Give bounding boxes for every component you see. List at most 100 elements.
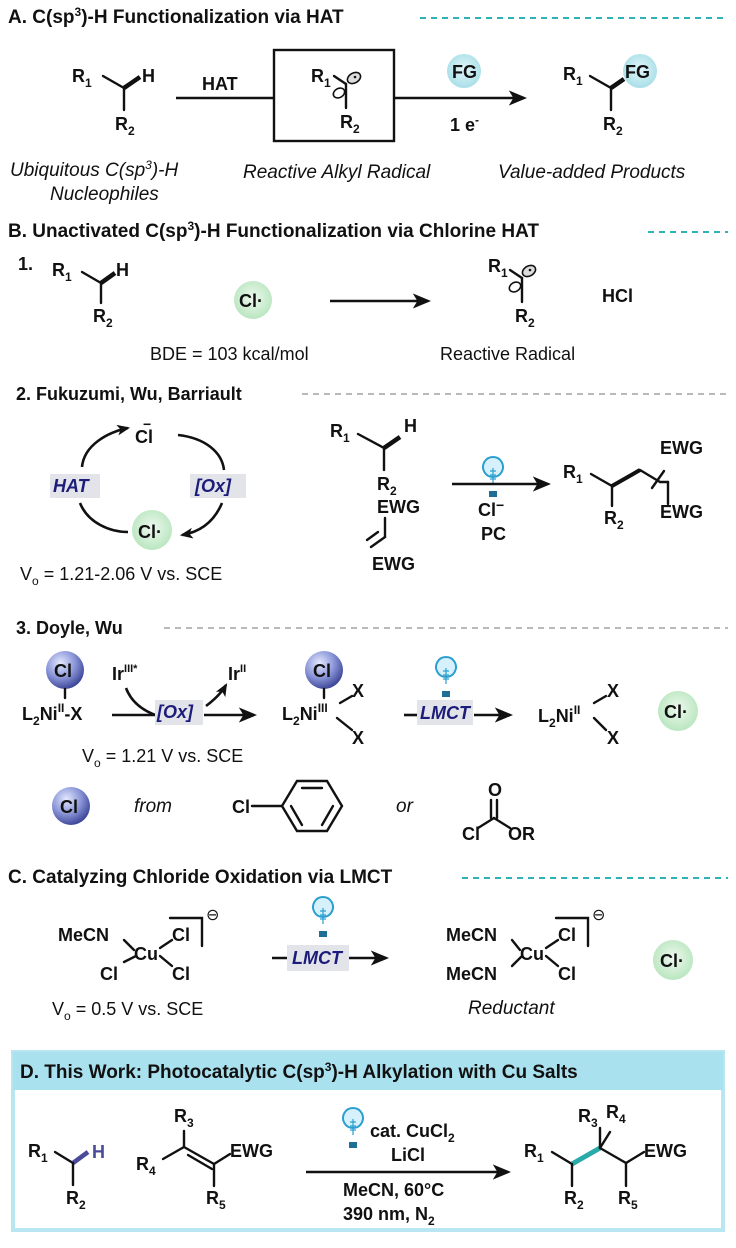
svg-text:FG: FG: [625, 62, 650, 82]
svg-text:Cl: Cl: [54, 661, 72, 681]
chlorine-ligand-sphere: [46, 651, 84, 689]
ni-iii-complex: L2NiIII: [282, 701, 328, 728]
solvent-temperature-condition: MeCN, 60°C: [343, 1180, 444, 1200]
svg-text:X: X: [607, 681, 619, 701]
svg-text:X: X: [607, 728, 619, 748]
lmct-label-box: [287, 945, 349, 971]
svg-text:from: from: [134, 796, 172, 817]
panel-c-title: C. Catalyzing Chloride Oxidation via LMC…: [8, 867, 393, 888]
svg-text:R2: R2: [340, 112, 360, 136]
svg-text:Cl: Cl: [100, 964, 118, 984]
svg-text:Cl·: Cl·: [239, 291, 263, 311]
lmct-label-box: [417, 700, 473, 725]
svg-text:R5: R5: [618, 1188, 638, 1212]
radical-box: [272, 48, 396, 143]
panel-a: A. C(sp3)-H Functionalization via HAT R1…: [8, 5, 728, 205]
caption-alkyl-radical: Reactive Alkyl Radical: [243, 162, 431, 183]
light-bulb-icon: [435, 656, 458, 698]
svg-text:R3: R3: [174, 1106, 194, 1130]
svg-text:Cl: Cl: [232, 797, 250, 817]
svg-text:[Ox]: [Ox]: [156, 702, 194, 722]
svg-text:Cl−: Cl−: [478, 497, 504, 520]
fg-bubble: [447, 54, 481, 88]
svg-text:X: X: [352, 728, 364, 748]
svg-text:Cl: Cl: [60, 797, 78, 817]
svg-text:EWG: EWG: [377, 497, 420, 517]
alkene-acceptor: R3 R4 EWG R5: [136, 1106, 273, 1212]
svg-text:H: H: [404, 416, 417, 436]
svg-text:Cl: Cl: [313, 661, 331, 681]
additive-condition: LiCl: [391, 1145, 425, 1165]
svg-text:Cu: Cu: [134, 944, 158, 964]
panel-b: B. Unactivated C(sp3)-H Functionalizatio…: [8, 219, 728, 844]
chlorobenzene: Cl: [232, 779, 344, 833]
svg-text:R3: R3: [578, 1106, 598, 1130]
step-3-heading: 3. Doyle, Wu: [16, 618, 123, 638]
ni-ii-dihalide: L2NiII: [538, 703, 580, 730]
svg-text:IrII: IrII: [228, 663, 246, 684]
svg-text:PC: PC: [481, 524, 506, 544]
svg-text:H: H: [116, 260, 129, 280]
svg-text:O: O: [488, 780, 502, 800]
svg-text:Cu: Cu: [520, 944, 544, 964]
caption-nucleophiles: Ubiquitous C(sp3)-H: [10, 158, 179, 181]
svg-text:R1: R1: [563, 462, 583, 486]
svg-text:Cl: Cl: [462, 824, 480, 844]
alkane-substrate: R1 H R2: [28, 1141, 105, 1212]
svg-text:R1: R1: [488, 256, 508, 280]
svg-text:R2: R2: [564, 1188, 584, 1212]
svg-text:H: H: [142, 66, 155, 86]
product-functionalized: R1 FG R2: [563, 54, 657, 138]
svg-text:R2: R2: [115, 114, 135, 138]
light-bulb-icon: [312, 896, 335, 938]
svg-text:Cl: Cl: [558, 964, 576, 984]
light-atmosphere-condition: 390 nm, N2: [343, 1204, 435, 1228]
chlorine-radical: Cl·: [660, 951, 684, 971]
hat-label-box: [50, 474, 100, 498]
caption-products: Value-added Products: [498, 162, 686, 183]
bde-value: BDE = 103 kcal/mol: [150, 344, 309, 364]
svg-text:MeCN: MeCN: [58, 925, 109, 945]
catalyst-condition: cat. CuCl2: [370, 1121, 455, 1145]
svg-text:LMCT: LMCT: [420, 703, 472, 723]
alkylated-product: R1 R3 R4 EWG R2 R5: [524, 1102, 687, 1212]
caption-nucleophiles-line2: Nucleophiles: [50, 184, 159, 205]
svg-text:IrIII*: IrIII*: [112, 663, 138, 684]
svg-text:or: or: [396, 796, 414, 817]
svg-text:R2: R2: [66, 1188, 86, 1212]
chloride-anion: Cl−: [135, 416, 153, 447]
chlorine-radical: Cl·: [664, 702, 688, 722]
svg-text:R1: R1: [72, 66, 92, 90]
svg-text:R1: R1: [52, 260, 72, 284]
step-2-heading: 2. Fukuzumi, Wu, Barriault: [16, 384, 242, 404]
fg-label: FG: [452, 62, 477, 82]
svg-text:EWG: EWG: [660, 502, 703, 522]
panel-c: C. Catalyzing Chloride Oxidation via LMC…: [8, 867, 728, 1023]
chlorine-radical-bubble: [234, 281, 272, 319]
potential-value: Vo = 1.21 V vs. SCE: [82, 746, 243, 770]
svg-text:R2: R2: [377, 474, 397, 498]
step-1: 1. R1 H R2 Cl· R1 R2 HCl BDE = 103 kcal/…: [18, 254, 633, 364]
cu-potential: Vo = 0.5 V vs. SCE: [52, 999, 203, 1023]
svg-text:EWG: EWG: [230, 1141, 273, 1161]
new-cc-bond: [570, 1145, 602, 1167]
svg-text:OR: OR: [508, 824, 535, 844]
reductant-caption: Reductant: [468, 998, 555, 1019]
svg-text:R1: R1: [28, 1141, 48, 1165]
svg-text:HAT: HAT: [53, 476, 91, 496]
ni-ii-complex: L2NiII-X: [22, 701, 82, 728]
svg-text:R2: R2: [515, 306, 535, 330]
step-3: 3. Doyle, Wu Cl L2NiII-X IrIII* [Ox] IrI…: [16, 618, 728, 844]
panel-d-title: D. This Work: Photocatalytic C(sp3)-H Al…: [20, 1060, 578, 1083]
svg-text:R5: R5: [206, 1188, 226, 1212]
svg-text:MeCN: MeCN: [446, 964, 497, 984]
svg-text:EWG: EWG: [644, 1141, 687, 1161]
svg-text:R1: R1: [563, 64, 583, 88]
alkyl-radical: R1 R2: [311, 66, 362, 136]
svg-text:1.: 1.: [18, 254, 33, 274]
svg-text:R1: R1: [330, 421, 350, 445]
cucl2-mecn-complex: MeCN Cu Cl MeCN Cl ⊖: [446, 907, 605, 984]
light-bulb-icon: [482, 456, 505, 498]
chloroformate: O Cl OR: [462, 780, 535, 844]
